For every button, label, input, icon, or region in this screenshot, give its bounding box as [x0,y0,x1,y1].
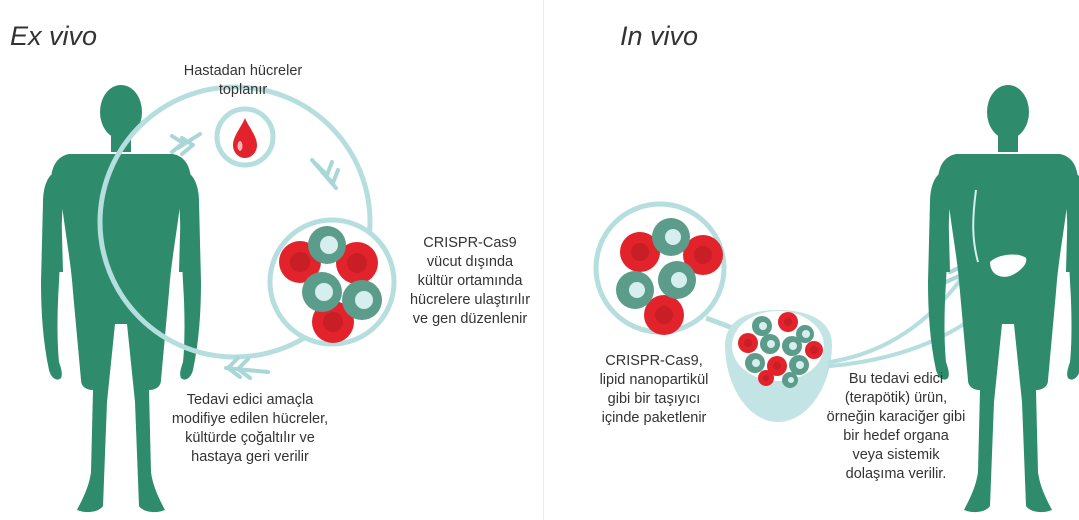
double-chevron-arrow-icon [310,158,340,190]
caption-line: CRISPR-Cas9, [605,353,703,369]
in-vivo-section [593,85,1079,513]
caption-line: hastaya geri verilir [191,449,309,465]
caption-collect-cells: Hastadan hücreler toplanır [168,62,318,100]
double-chevron-arrow-icon [224,356,270,380]
caption-line: içinde paketlenir [601,410,707,426]
in-vivo-title: In vivo [620,21,699,51]
caption-line: dolaşıma verilir. [845,466,947,482]
caption-line: örneğin karaciğer gibi [826,409,966,425]
caption-line: bir hedef organa [843,428,949,444]
ex-vivo-section [41,84,397,513]
caption-line: Bu tedavi edici [848,371,944,387]
caption-line: (terapötik) ürün, [844,390,948,406]
caption-line: hücrelere ulaştırılır [409,292,531,308]
section-divider [543,0,544,520]
caption-line: gibi bir taşıyıcı [607,391,701,407]
caption-line: Tedavi edici amaçla [186,392,314,408]
double-chevron-arrow-icon [170,132,202,156]
caption-line: veya sistemik [852,447,940,463]
caption-line: kültür ortamında [417,273,523,289]
caption-line: toplanır [218,82,268,98]
caption-line: ve gen düzenlenir [412,311,528,327]
caption-edit-cells: CRISPR-Cas9 vücut dışında kültür ortamında… [400,234,540,329]
caption-return-cells: Tedavi edici amaçla modifiye edilen hücre… [162,391,338,467]
caption-line: lipid nanopartikül [599,372,709,388]
caption-line: CRISPR-Cas9 [423,235,517,251]
ex-vivo-title: Ex vivo [10,21,98,51]
caption-carrier: CRISPR-Cas9, lipid nanopartikül gibi bir t… [586,352,722,428]
liver-icon [990,254,1027,277]
caption-line: kültürde çoğaltılır ve [185,430,315,446]
caption-line: vücut dışında [426,254,514,270]
cycle-ring [97,84,373,360]
cell-cluster [616,218,723,335]
cell-cluster [279,226,382,343]
caption-target-organ: Bu tedavi edici (terapötik) ürün, örneğin … [818,370,974,484]
caption-line: modifiye edilen hücreler, [171,411,329,427]
caption-line: Hastadan hücreler [183,63,303,79]
nanoparticle-cells [738,312,823,388]
